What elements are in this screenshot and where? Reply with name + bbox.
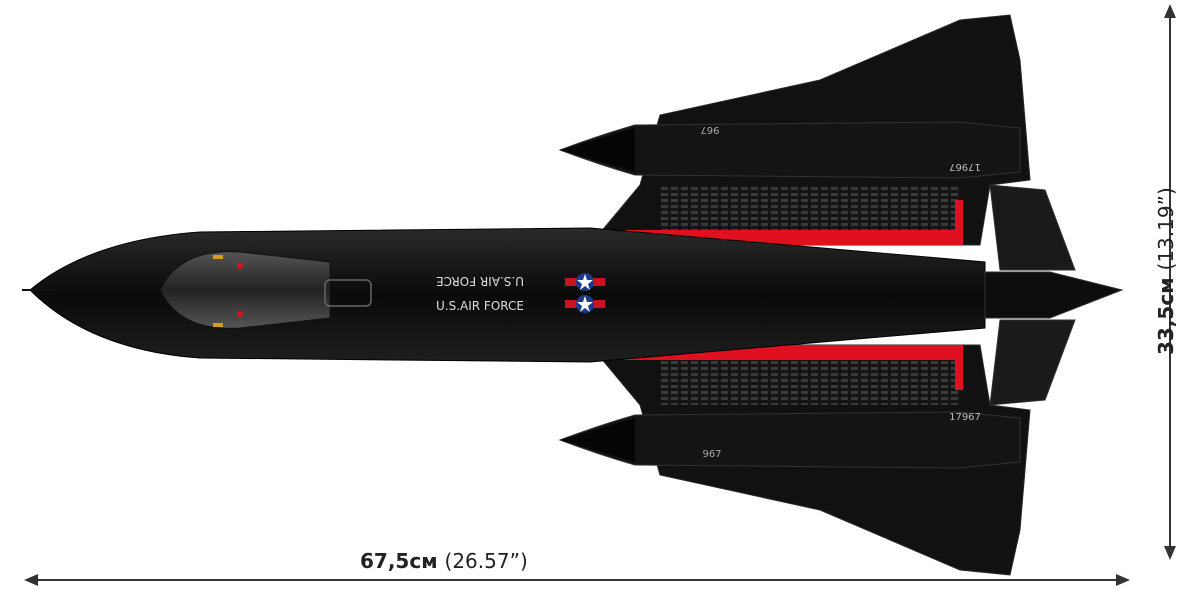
canopy-light-2 (237, 311, 243, 317)
roundel-lower (565, 295, 605, 313)
red-trim-upper (608, 200, 963, 262)
length-dimension-label: 67,5см (26.57”) (360, 549, 528, 573)
nacelle-spike-lower (560, 418, 635, 462)
marking-usaf-top: U.S.AIR FORCE (436, 274, 524, 288)
fuselage-hatch (324, 279, 372, 307)
height-value: 33,5см (1154, 277, 1178, 355)
height-arrow (1164, 4, 1176, 560)
roundel-upper (565, 273, 605, 291)
nacelle-number-bottom: 967 (702, 449, 721, 460)
length-value-inches: (26.57”) (444, 549, 528, 573)
canopy-light-1 (237, 263, 243, 269)
height-dimension-label: 33,5см (13.19”) (1154, 187, 1178, 355)
warning-mark-1 (213, 255, 223, 259)
nacelle-upper (558, 121, 1021, 179)
tail-cone (984, 271, 1124, 319)
tail-number-bottom: 17967 (949, 412, 981, 423)
tail-number-top: 17967 (949, 161, 981, 172)
nacelle-spike-upper (560, 128, 635, 172)
marking-usaf-bottom: U.S.AIR FORCE (436, 299, 524, 313)
red-trim-lower (608, 328, 963, 390)
canopy (159, 251, 331, 329)
tail-fin-upper (989, 184, 1076, 271)
length-value: 67,5см (360, 549, 438, 573)
nacelle-lower (558, 411, 1021, 469)
width-arrow (24, 574, 1130, 586)
warning-mark-2 (213, 323, 223, 327)
height-value-inches: (13.19”) (1154, 187, 1178, 271)
tail-fin-lower (989, 319, 1076, 406)
nacelle-number-top: 967 (700, 124, 719, 135)
